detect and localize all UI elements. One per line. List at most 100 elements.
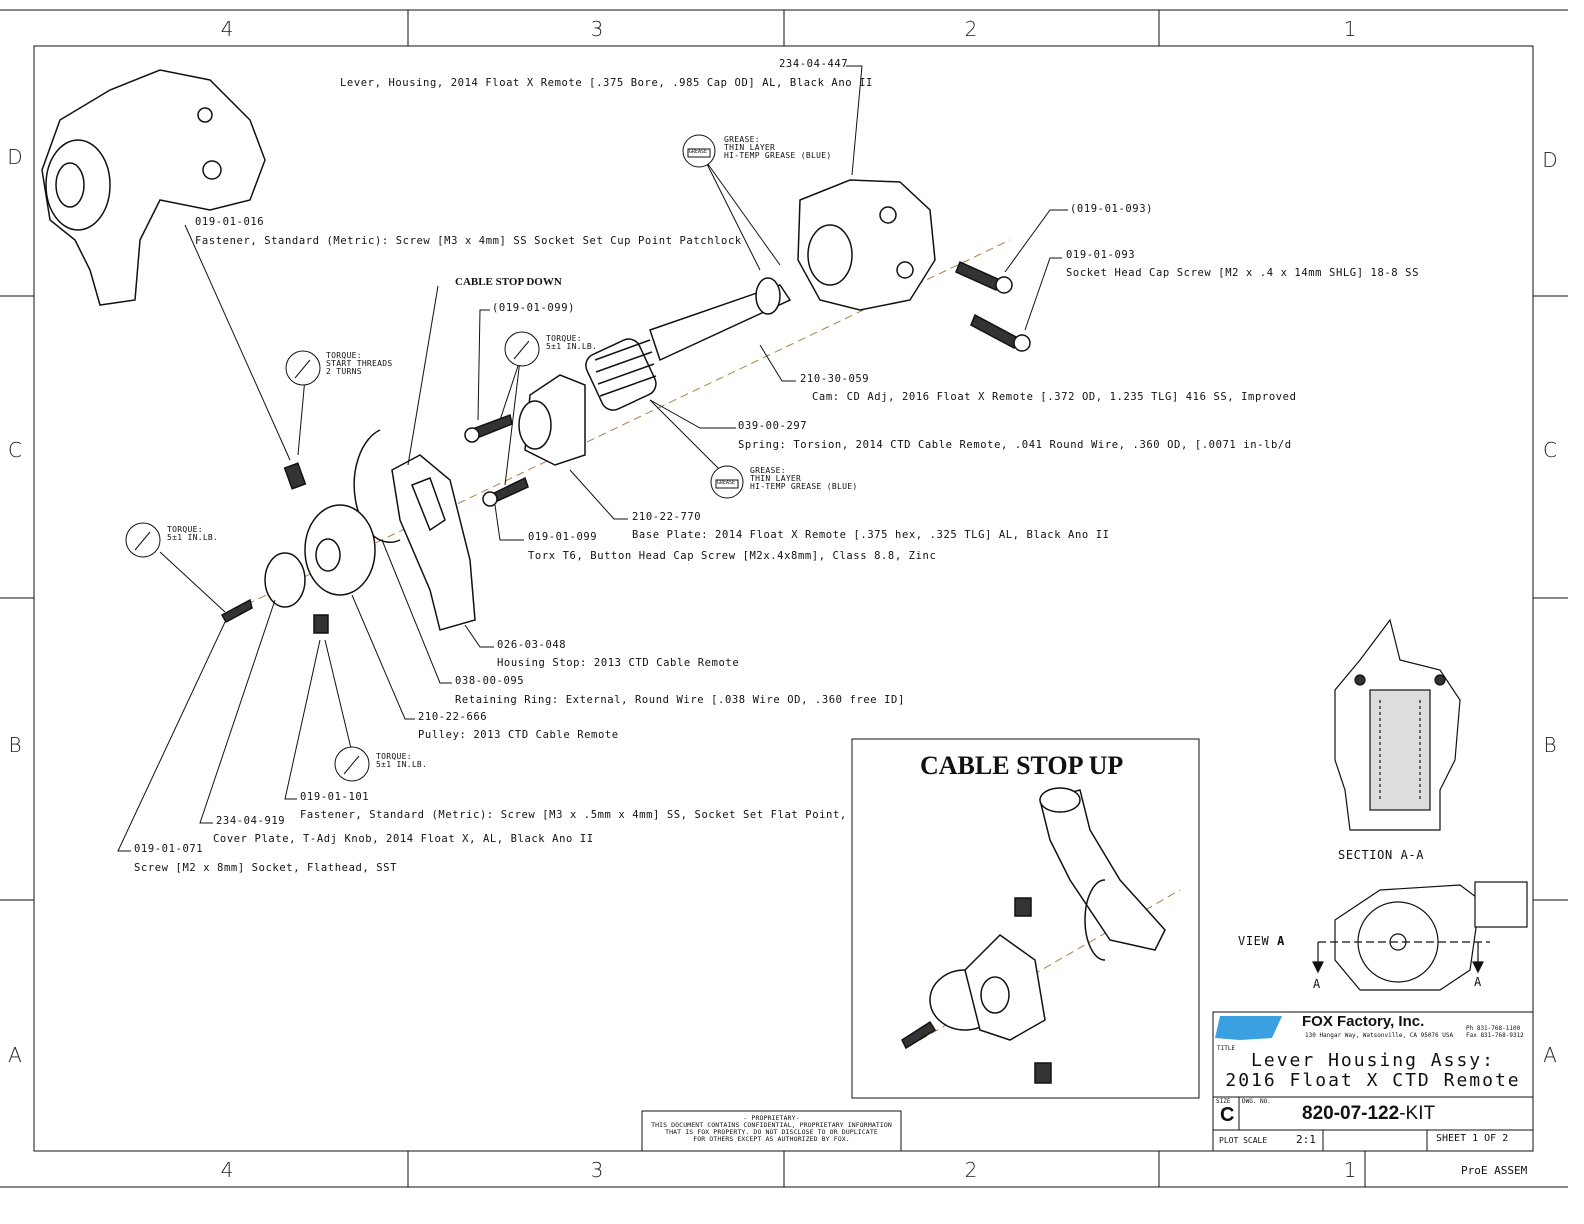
housing-stop [391, 454, 476, 631]
part-number: 039-00-297 [738, 420, 808, 432]
flathead-screw [220, 598, 253, 624]
lever-housing-part [797, 179, 936, 311]
part-description: Torx T6, Button Head Cap Screw [M2x.4x8m… [528, 550, 937, 562]
size-label: SIZE [1216, 1098, 1231, 1105]
section-arrow-label: A [1313, 977, 1321, 991]
torque-wrench-icon [504, 331, 540, 367]
part-number: 019-01-101 [300, 791, 370, 803]
company-name: FOX Factory, Inc. [1302, 1013, 1425, 1030]
zone-label-top: 1 [1343, 17, 1357, 41]
drawing-title: Lever Housing Assy:2016 Float X CTD Remo… [1225, 1050, 1521, 1091]
part-description: Spring: Torsion, 2014 CTD Cable Remote, … [738, 439, 1292, 451]
grease-icon-label: GREASE [717, 480, 736, 486]
part-number: 210-22-666 [418, 711, 488, 723]
part-number: 019-01-071 [134, 843, 204, 855]
part-number: 234-04-447 [779, 58, 849, 70]
cable-stop-down-label: CABLE STOP DOWN [455, 276, 562, 288]
cable-stop-up-detail-box [851, 738, 1200, 1099]
part-description: Pulley: 2013 CTD Cable Remote [418, 729, 619, 741]
pulley [304, 504, 376, 596]
title-label: TITLE [1217, 1045, 1236, 1052]
zone-label-top: 3 [590, 17, 604, 41]
part-description: Lever, Housing, 2014 Float X Remote [.37… [340, 77, 873, 89]
torque-note: TORQUE:5±1 IN.LB. [167, 525, 219, 542]
title-block [641, 1011, 1534, 1187]
part-description: Retaining Ring: External, Round Wire [.0… [455, 694, 905, 706]
dwg-no-label: DWG. NO. [1242, 1098, 1271, 1105]
sheet-number: SHEET 1 OF 2 [1436, 1133, 1509, 1144]
zone-label-bottom: 2 [964, 1158, 978, 1182]
part-description: Fastener, Standard (Metric): Screw [M3 x… [195, 235, 742, 247]
zone-label-top: 4 [220, 17, 234, 41]
section-arrow-label: A [1474, 975, 1482, 989]
zone-label-bottom: 4 [220, 1158, 234, 1182]
zone-label-left: D [7, 145, 23, 169]
part-description: Screw [M2 x 8mm] Socket, Flathead, SST [134, 862, 398, 874]
zone-label-left: B [8, 733, 22, 757]
torque-wrench-icon [125, 522, 161, 558]
cable-stop-up-assembly [901, 787, 1181, 1084]
plot-scale-label: PLOT SCALE [1219, 1136, 1268, 1145]
grease-icon [682, 134, 716, 168]
part-description: Base Plate: 2014 Float X Remote [.375 he… [632, 529, 1110, 541]
cable-stop-up-label: CABLE STOP UP [920, 751, 1124, 780]
zone-label-right: A [1543, 1043, 1557, 1067]
grease-icon [710, 465, 744, 499]
grease-icon-label: GREASE [689, 149, 708, 155]
torsion-spring [585, 338, 657, 411]
cad-source: ProE ASSEM [1461, 1164, 1528, 1177]
cam-part [649, 277, 792, 362]
part-description: Fastener, Standard (Metric): Screw [M3 x… [300, 809, 847, 821]
part-number: 019-01-099 [528, 531, 598, 543]
zone-label-bottom: 3 [590, 1158, 604, 1182]
part-number: 019-01-093 [1066, 249, 1136, 261]
assembled-lever-housing [41, 69, 266, 306]
zone-label-left: A [8, 1043, 22, 1067]
leader-lines [117, 65, 1068, 852]
section-a-a-view [1334, 618, 1461, 831]
torque-note: TORQUE:5±1 IN.LB. [376, 752, 428, 769]
set-screw-cup-point [283, 462, 307, 490]
view-label: VIEW A [1238, 934, 1285, 948]
part-description: Socket Head Cap Screw [M2 x .4 x 14mm SH… [1066, 267, 1419, 279]
view-a [1312, 881, 1528, 991]
part-number: 019-01-016 [195, 216, 265, 228]
zone-label-top: 2 [964, 17, 978, 41]
part-number: 026-03-048 [497, 639, 567, 651]
drawing-number: 820-07-122-KIT [1302, 1103, 1436, 1124]
part-number: 210-30-059 [800, 373, 870, 385]
proprietary-notice: - PROPRIETARY-THIS DOCUMENT CONTAINS CON… [651, 1114, 892, 1143]
fox-logo [1215, 1016, 1282, 1040]
part-number: 234-04-919 [216, 815, 286, 827]
part-description: Housing Stop: 2013 CTD Cable Remote [497, 657, 740, 669]
socket-head-cap-screws [955, 260, 1031, 352]
zone-label-right: C [1543, 438, 1557, 462]
zone-label-bottom: 1 [1343, 1158, 1357, 1182]
torque-wrench-icon [334, 746, 370, 782]
plot-scale: 2:1 [1296, 1133, 1316, 1146]
part-description: Cover Plate, T-Adj Knob, 2014 Float X, A… [213, 833, 594, 845]
zone-dividers [0, 10, 1568, 1187]
part-description: Cam: CD Adj, 2016 Float X Remote [.372 O… [812, 391, 1297, 403]
zone-label-left: C [8, 438, 22, 462]
part-number: 210-22-770 [632, 511, 702, 523]
sheet-size: C [1220, 1104, 1235, 1126]
set-screw-flat-point [313, 614, 329, 634]
part-number: (019-01-099) [492, 302, 576, 314]
torque-wrench-icon [285, 350, 321, 386]
section-label: SECTION A-A [1338, 848, 1425, 862]
torx-screws [464, 413, 529, 507]
company-address: 130 Hangar Way, Watsonville, CA 95076 US… [1305, 1032, 1454, 1039]
torque-note: TORQUE:5±1 IN.LB. [546, 334, 598, 351]
zone-label-right: B [1543, 733, 1557, 757]
base-plate [518, 374, 586, 466]
part-number: 038-00-095 [455, 675, 525, 687]
part-number: (019-01-093) [1070, 203, 1154, 215]
zone-label-right: D [1542, 148, 1558, 172]
cover-plate [264, 552, 306, 608]
